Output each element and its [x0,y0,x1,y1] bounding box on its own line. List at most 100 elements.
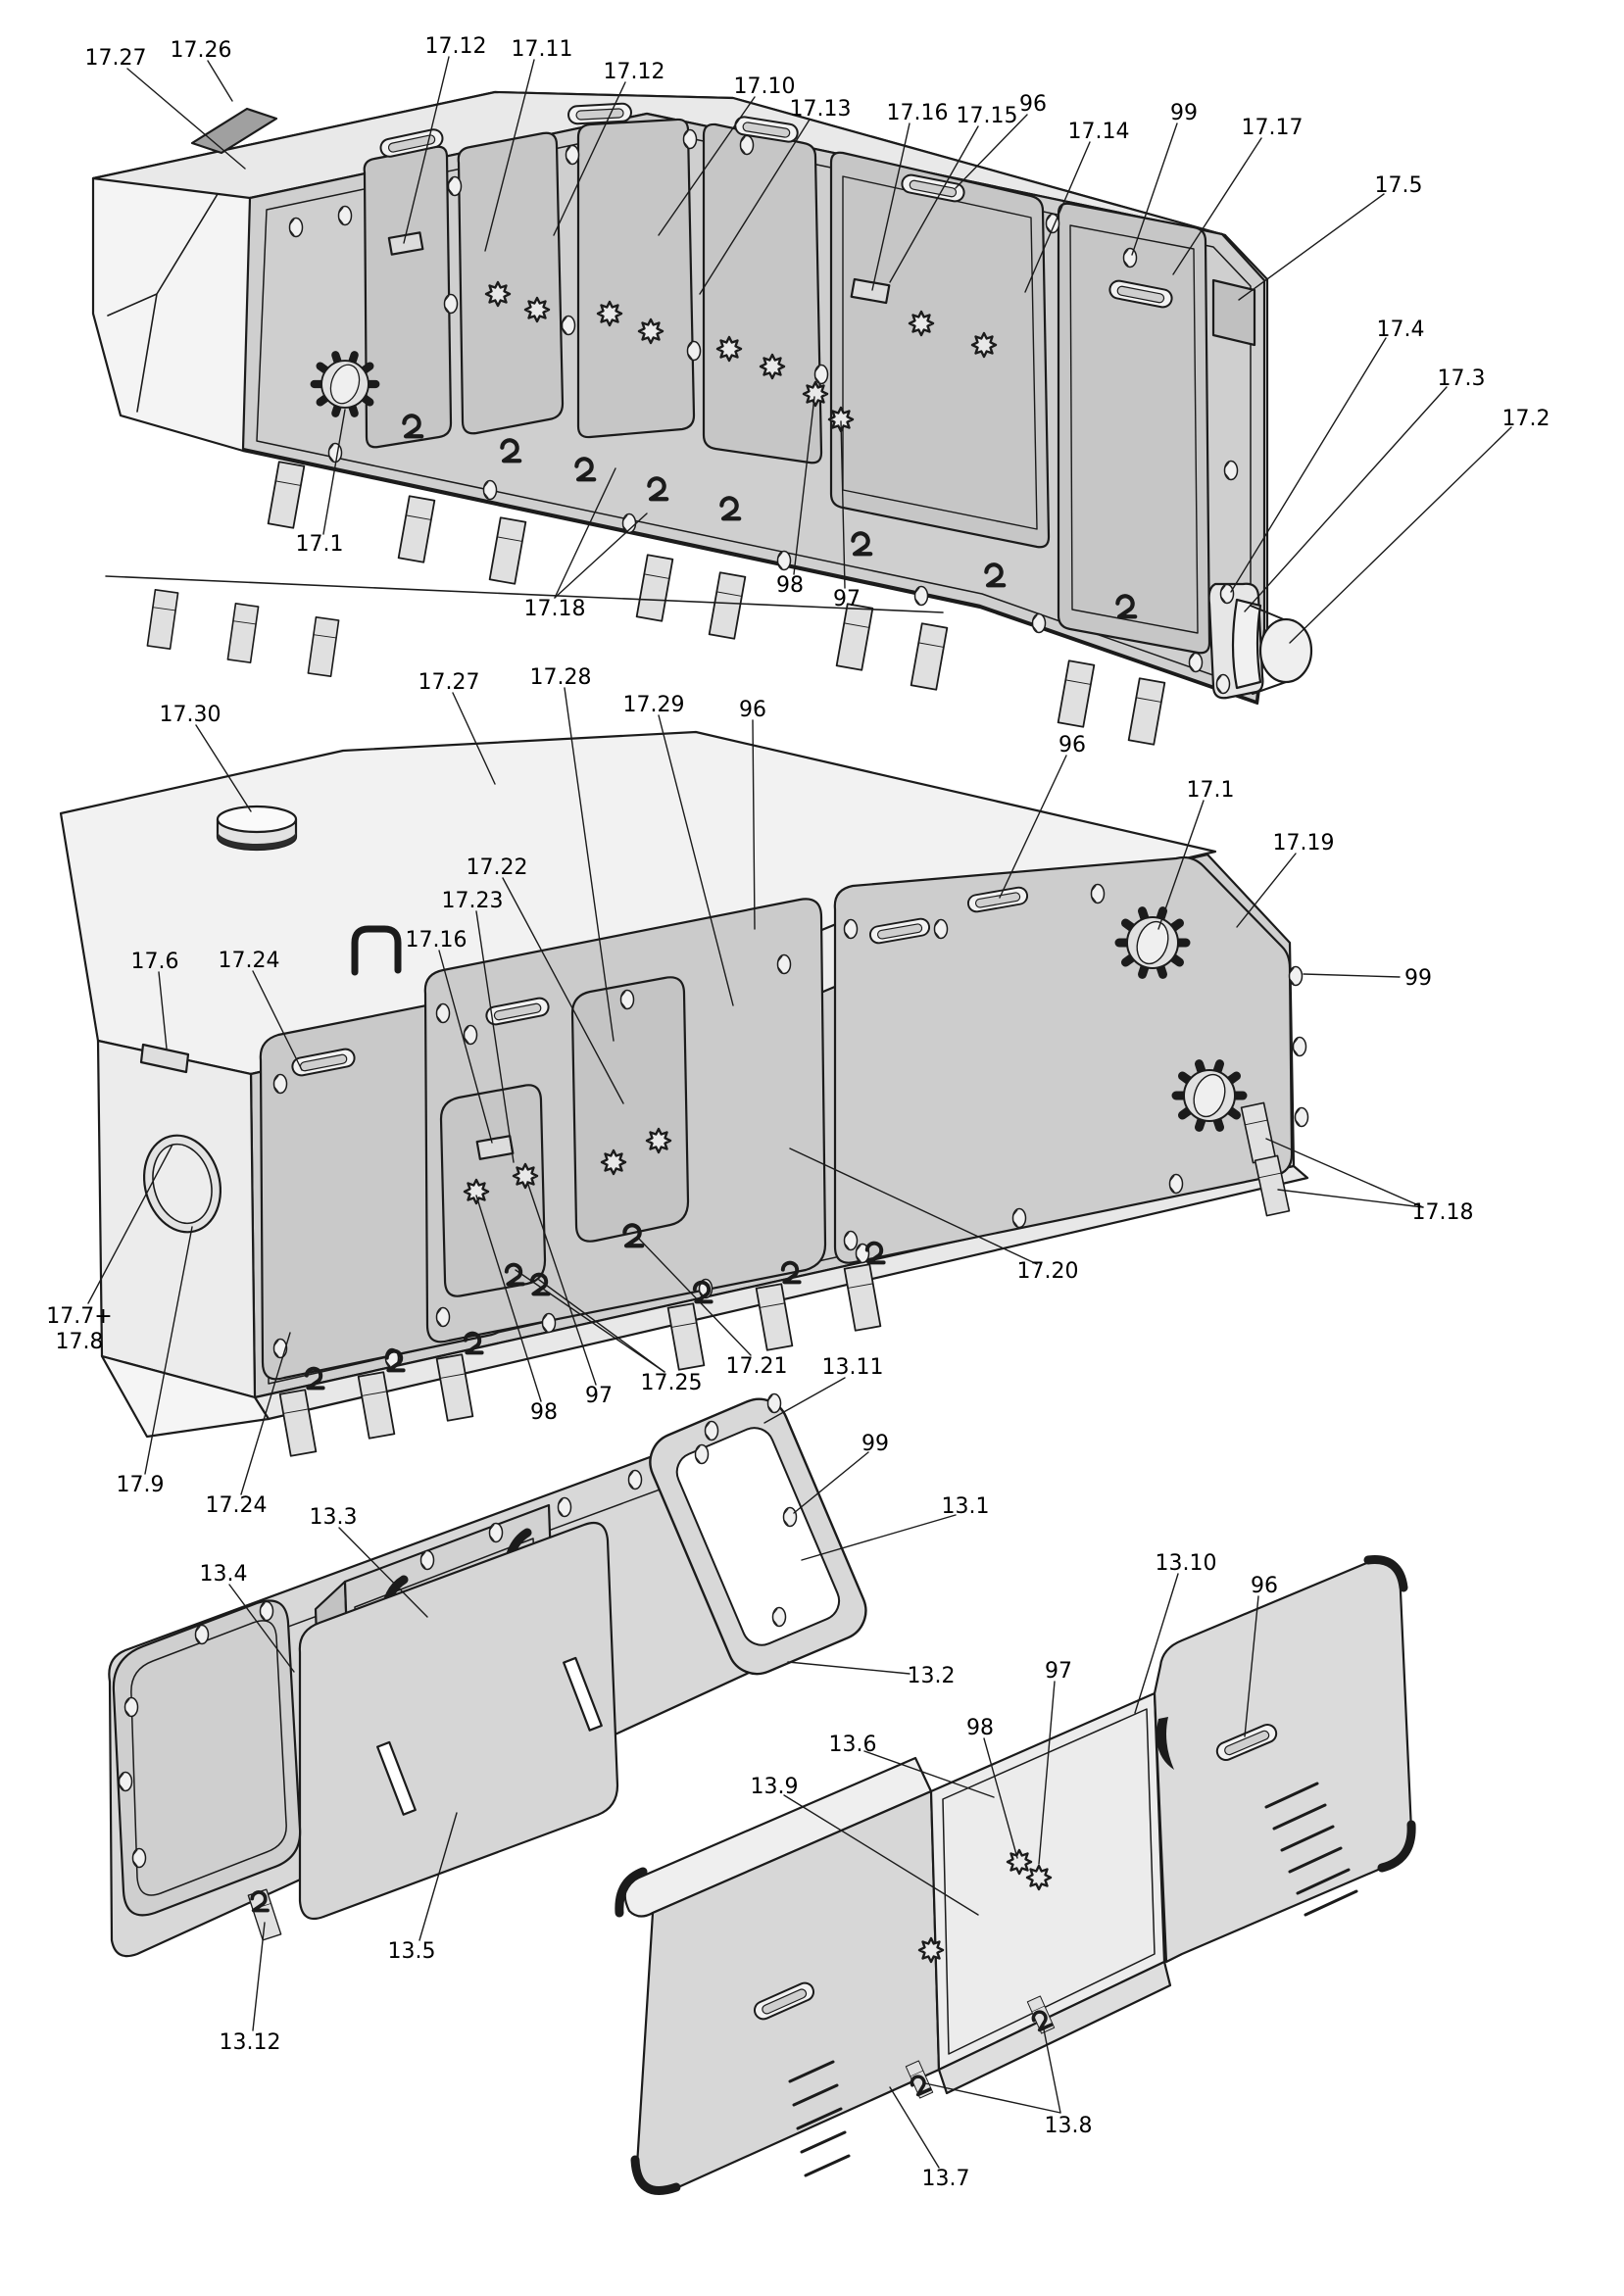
leader-line [144,1226,193,1475]
star-bolt [908,310,935,337]
leader-line [889,2086,940,2169]
frame-bolt [704,1420,719,1441]
star-bolt [1006,1848,1033,1876]
star-bolt [970,331,998,359]
leader-line [783,1794,979,1916]
leader-line [1157,800,1205,930]
star-bolt [512,1162,539,1190]
star-bolt [759,353,786,380]
part-label: 17.20 [1017,1259,1079,1284]
roof-handle [351,925,402,976]
part-label: 96 [1251,1574,1278,1598]
part-label: 17.27 [418,670,480,695]
door-panel-wide [829,151,1051,549]
leader-line [789,1148,1038,1265]
leader-line [763,1377,846,1424]
part-label: 13.2 [908,1664,956,1688]
leader-line [1042,2024,1061,2114]
leader-line [195,724,252,812]
leader-line [1230,337,1387,593]
lower-outline [105,575,944,677]
cog-wheel [1119,911,1186,975]
part-label: 13.5 [388,1939,436,1964]
part-label: 13.1 [942,1494,990,1519]
leader-line [840,420,846,589]
leader-line [475,910,515,1163]
part-label: 99 [1404,966,1432,991]
star-bolt [802,380,829,408]
frame-bolt [766,1392,782,1414]
leader-line [1131,122,1178,256]
part-label: 13.8 [1045,2114,1093,2138]
leader-line [793,396,815,575]
leader-line [889,125,979,283]
grab-handle [566,102,633,125]
part-label: 17.17 [1242,116,1304,140]
part-label: 17.29 [623,693,685,717]
leader-line [126,68,246,170]
part-label: 98 [966,1716,994,1740]
part-label: 13.3 [310,1505,358,1530]
part-label: 17.13 [790,97,852,122]
view-upper-hull [91,90,1313,746]
leader-line [87,1144,173,1304]
glacis-crease-lines [107,193,219,413]
part-label: 17.18 [524,597,586,621]
part-label: 17.23 [442,889,504,913]
part-label: 17.12 [425,34,487,59]
chest-right-box [1153,1559,1413,1964]
lid-panel [298,1521,619,1921]
leader-line [924,2082,1061,2114]
part-label: 17.2 [1502,407,1550,431]
leader-line [252,1922,266,2031]
leader-line [338,1527,428,1618]
part-label: 13.4 [200,1562,248,1587]
part-label: 17.1 [296,532,344,557]
star-bolt [596,300,623,327]
latch-plate [850,277,891,305]
part-label: 13.10 [1156,1551,1217,1576]
leader-line [793,1451,869,1514]
part-label: 13.9 [751,1775,799,1799]
small-plate [139,1043,190,1074]
leader-line [484,59,535,252]
part-label: 17.16 [887,101,949,125]
leader-line [801,1514,957,1561]
door-frame-ring [649,1397,867,1676]
part-label: 17.12 [604,60,665,84]
sub-door [570,976,690,1243]
part-label: 17.26 [171,38,232,63]
star-bolt [715,335,743,363]
leader-line [1244,386,1448,612]
leader-line [871,122,910,291]
leader-line [252,970,303,1071]
leader-line [564,687,615,1042]
leader-line [999,755,1067,899]
leader-line [1172,137,1262,275]
leader-line [207,60,233,102]
cylinder-band [1231,598,1262,690]
leader-line [228,1584,295,1673]
part-label: 17.27 [85,46,147,71]
part-label: 97 [833,587,861,611]
part-label: 17.1 [1187,778,1235,803]
door-panel [576,118,696,439]
leader-line [475,1195,542,1402]
corner-accent [630,2155,681,2195]
leader-line [502,877,624,1104]
part-label: 17.30 [160,703,221,727]
leader-line [515,1269,665,1373]
part-label: 13.7 [922,2167,970,2191]
leader-line [863,1750,995,1798]
vent-slats [1264,1782,1358,1917]
leader-line [699,119,811,295]
part-label: 17.5 [1375,173,1423,198]
leader-line [1277,1189,1424,1208]
door-panel-wide-inner [842,175,1038,530]
leader-line [240,1332,291,1495]
leader-line [526,1181,597,1386]
part-label: 17.21 [726,1354,788,1379]
cog-wheel [1176,1064,1243,1128]
